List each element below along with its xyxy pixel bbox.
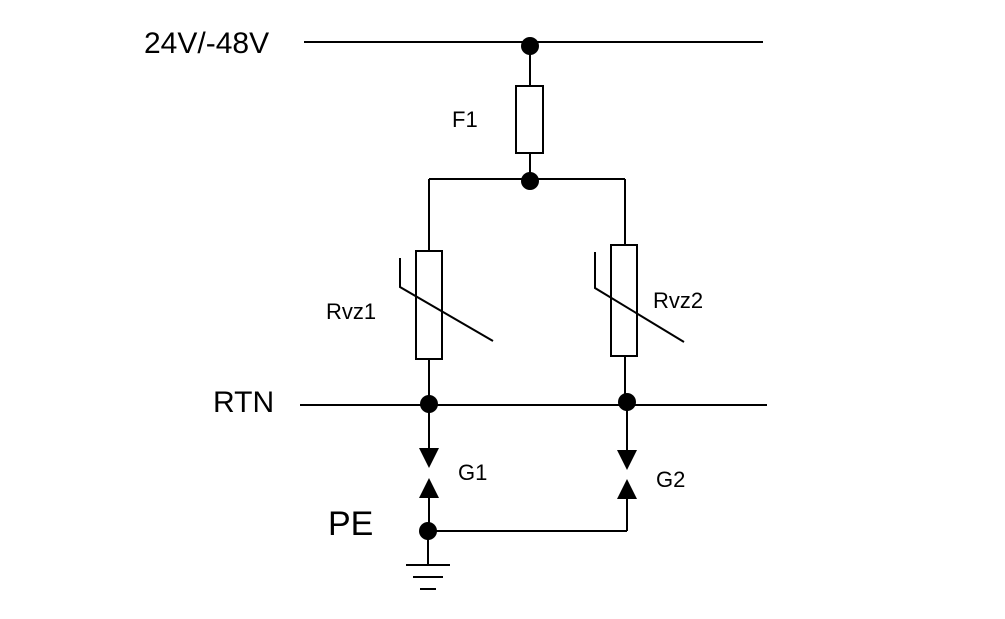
node-fuse-out [521, 172, 539, 190]
label-varistor-1: Rvz1 [326, 299, 376, 324]
label-fuse: F1 [452, 107, 478, 132]
varistor-rvz1-slash [399, 258, 494, 342]
varistor-rvz1 [415, 250, 443, 360]
gap-g2-arrow-down [617, 450, 637, 470]
gap-g1-arrow-up [419, 478, 439, 498]
label-return: RTN [213, 386, 274, 419]
fuse-f1 [515, 85, 544, 154]
label-protective-earth: PE [328, 505, 373, 543]
gap-g1-arrow-down [419, 448, 439, 468]
gap-g2-arrow-up [617, 479, 637, 499]
varistor-rvz2-slash [594, 252, 685, 343]
label-gap-2: G2 [656, 467, 685, 492]
label-gap-1: G1 [458, 460, 487, 485]
label-supply: 24V/-48V [144, 27, 269, 60]
label-varistor-2: Rvz2 [653, 288, 703, 313]
ground-icon [406, 564, 450, 590]
